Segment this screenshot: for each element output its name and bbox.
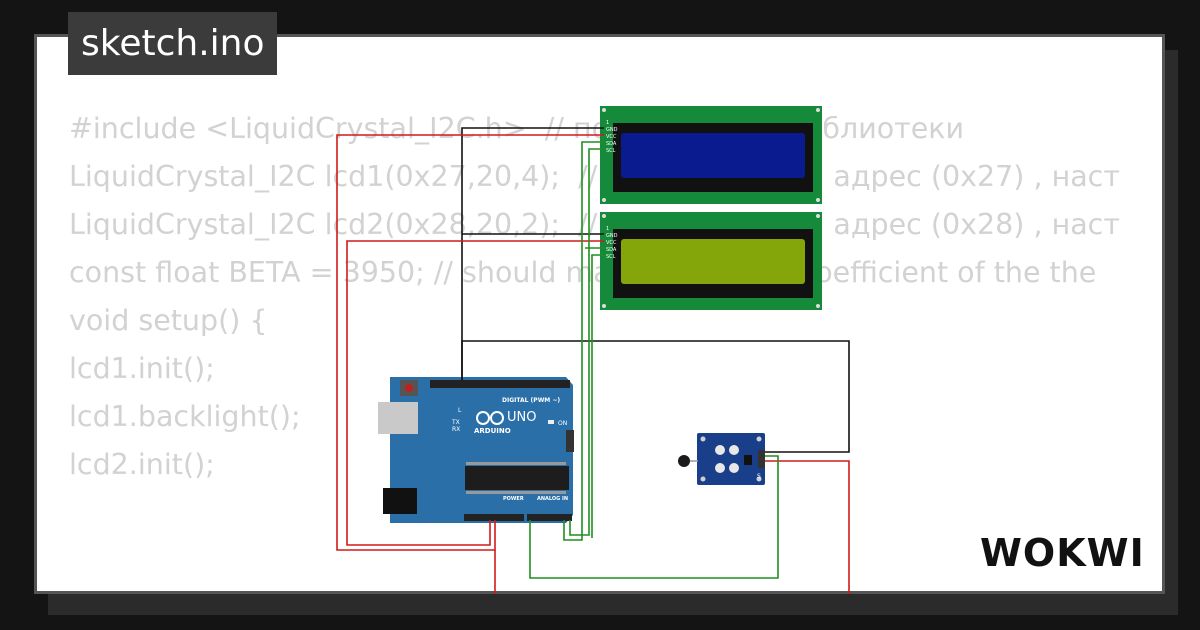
code-line: void setup() { bbox=[69, 304, 268, 337]
file-title: sketch.ino bbox=[68, 12, 278, 75]
sda-wire-lcd1 bbox=[563, 141, 604, 541]
lcd-display-top[interactable]: 1 GND VCC SDA SCL bbox=[600, 106, 822, 204]
arduino-uno-board[interactable]: DIGITAL (PWM ~) UNO ARDUINO L TX RX ON P… bbox=[378, 377, 574, 523]
board-model: UNO bbox=[507, 410, 536, 425]
lcd-pin-label: SDA bbox=[606, 141, 617, 147]
wokwi-logo: WOKWI bbox=[980, 531, 1145, 575]
vcc-wire-lcd1 bbox=[336, 134, 604, 551]
vcc-wire-sensor bbox=[765, 460, 850, 594]
code-line: lcd1.init(); bbox=[69, 352, 215, 385]
code-line: lcd1.backlight(); bbox=[69, 400, 301, 433]
board-brand: ARDUINO bbox=[474, 427, 511, 435]
gnd-wire-sensor bbox=[461, 340, 850, 453]
lcd-pin-label: SCL bbox=[606, 254, 616, 260]
lcd-pin-label: 1 bbox=[606, 226, 609, 232]
lcd-pin-label: SDA bbox=[606, 247, 617, 253]
power-header bbox=[464, 514, 524, 521]
analog-label: ANALOG IN bbox=[537, 496, 568, 502]
scl-wire-lcd2 bbox=[591, 254, 604, 538]
led-l-label: L bbox=[458, 407, 462, 414]
ntc-temperature-sensor[interactable]: S bbox=[678, 433, 765, 485]
lcd-display-bottom[interactable]: 1 GND VCC SDA SCL bbox=[600, 212, 822, 310]
signal-wire-sensor bbox=[529, 455, 779, 579]
digital-label: DIGITAL (PWM ~) bbox=[502, 397, 560, 404]
reset-button[interactable] bbox=[405, 384, 413, 392]
scl-wire-lcd1 bbox=[569, 148, 604, 536]
led-tx-label: TX bbox=[451, 419, 460, 426]
led-rx-label: RX bbox=[452, 426, 460, 433]
analog-header bbox=[527, 514, 572, 521]
vcc-wire-lcd2 bbox=[346, 240, 604, 546]
lcd-pin-label: GND bbox=[606, 233, 618, 239]
on-led-label: ON bbox=[558, 420, 567, 427]
digital-header bbox=[430, 380, 570, 388]
lcd-pin-label: SCL bbox=[606, 148, 616, 154]
lcd-pin-label: 1 bbox=[606, 120, 609, 126]
power-label: POWER bbox=[503, 496, 524, 502]
sensor-pin-label: S bbox=[757, 473, 761, 480]
wokwi-logo-text: WOKWI bbox=[980, 531, 1145, 575]
code-line: lcd2.init(); bbox=[69, 448, 215, 481]
lcd-pin-label: VCC bbox=[606, 240, 617, 246]
thermistor-probe bbox=[678, 455, 690, 467]
arduino-logo bbox=[476, 411, 504, 425]
wires bbox=[336, 127, 850, 594]
gnd-wire-lcd1 bbox=[461, 127, 604, 380]
code-line: LiquidCrystal_I2C lcd2(0x28,20,2); // ди… bbox=[69, 208, 1120, 241]
microcontroller-chip bbox=[465, 466, 569, 490]
lcd-pin-label: VCC bbox=[606, 134, 617, 140]
lcd-pin-label: GND bbox=[606, 127, 618, 133]
